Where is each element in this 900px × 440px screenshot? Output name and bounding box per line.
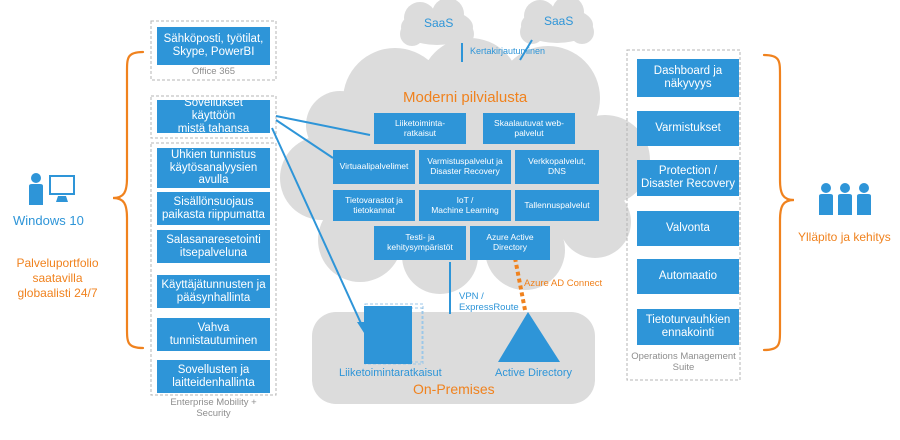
person-icon [819, 183, 833, 215]
apps-line-cloud [275, 115, 371, 136]
premises-business-label: Liiketoimintaratkaisut [339, 367, 442, 379]
device-management-box[interactable]: Sovellusten ja laitteidenhallinta [157, 360, 270, 393]
service-web-services[interactable]: Skaalautuvat web- palvelut [483, 113, 575, 144]
sso-label: Kertakirjautuminen [470, 46, 546, 56]
apps-line-server [271, 127, 365, 331]
service-dev-test[interactable]: Testi- ja kehitysympäristöt [374, 226, 466, 260]
vpn-label: VPN / ExpressRoute [459, 291, 519, 314]
monitor-icon [49, 175, 75, 202]
server-stack-icon [364, 303, 424, 365]
left-brace [112, 50, 145, 350]
office-365-box[interactable]: Sähköposti, työtilat, Skype, PowerBI [157, 27, 270, 65]
premises-ad-label: Active Directory [495, 367, 573, 379]
office-365-caption: Office 365 [191, 66, 236, 77]
service-virtual-servers[interactable]: Virtuaalipalvelimet [333, 150, 415, 184]
saas-cloud-right [520, 0, 594, 44]
dashboard-box[interactable]: Dashboard ja näkyvyys [637, 59, 739, 97]
threat-prediction-box[interactable]: Tietoturvauhkien ennakointi [637, 309, 739, 345]
apps-anywhere-box[interactable]: Sovellukset käyttöön mistä tahansa [157, 97, 270, 135]
content-protection-box[interactable]: Sisällönsuojaus paikasta riippumatta [157, 192, 270, 225]
saas-connectors [461, 39, 533, 62]
ad-connect-label: Azure AD Connect [524, 278, 603, 289]
service-storage[interactable]: Tallennuspalvelut [515, 190, 599, 221]
right-brace [762, 53, 795, 352]
service-databases[interactable]: Tietovarastot ja tietokannat [333, 190, 415, 221]
service-network-dns[interactable]: Verkkopalvelut, DNS [515, 150, 599, 184]
triangle-icon [498, 312, 560, 362]
oms-frame [626, 49, 741, 381]
saas-left-label: SaaS [424, 16, 454, 30]
office-frame [150, 20, 277, 81]
ems-caption: Enterprise Mobility + Security [170, 397, 257, 419]
service-azure-ad[interactable]: Azure Active Directory [470, 226, 550, 260]
backups-box[interactable]: Varmistukset [637, 111, 739, 146]
person-icon [29, 173, 43, 205]
automation-box[interactable]: Automaatio [637, 259, 739, 294]
threat-detection-box[interactable]: Uhkien tunnistus käytösanalyysien avulla [157, 148, 270, 188]
identity-access-box[interactable]: Käyttäjätunnusten ja pääsynhallinta [157, 275, 270, 308]
monitoring-box[interactable]: Valvonta [637, 211, 739, 246]
person-icon [838, 183, 852, 215]
service-business-solutions[interactable]: Liiketoiminta- ratkaisut [374, 113, 466, 144]
saas-cloud-left [400, 0, 474, 46]
strong-auth-box[interactable]: Vahva tunnistautuminen [157, 318, 270, 351]
service-iot-ml[interactable]: IoT / Machine Learning [419, 190, 511, 221]
protection-dr-box[interactable]: Protection / Disaster Recovery [637, 160, 739, 196]
premises-title: On-Premises [413, 381, 495, 397]
oms-caption: Operations Management Suite [631, 351, 736, 373]
saas-right-label: SaaS [544, 14, 574, 28]
portfolio-label: Palveluportfolio saatavilla globaalisti … [16, 256, 99, 300]
ad-connect-line [513, 257, 527, 311]
apps-line-mid [275, 119, 334, 159]
cloud-title: Moderni pilvialusta [403, 89, 528, 106]
service-backup-dr[interactable]: Varmistuspalvelut ja Disaster Recovery [419, 150, 511, 184]
windows-10-label: Windows 10 [13, 213, 84, 228]
person-icon [857, 183, 871, 215]
password-reset-box[interactable]: Salasanaresetointi itsepalveluna [157, 230, 270, 263]
ems-frame [150, 142, 277, 396]
maintenance-label: Ylläpito ja kehitys [798, 230, 891, 244]
